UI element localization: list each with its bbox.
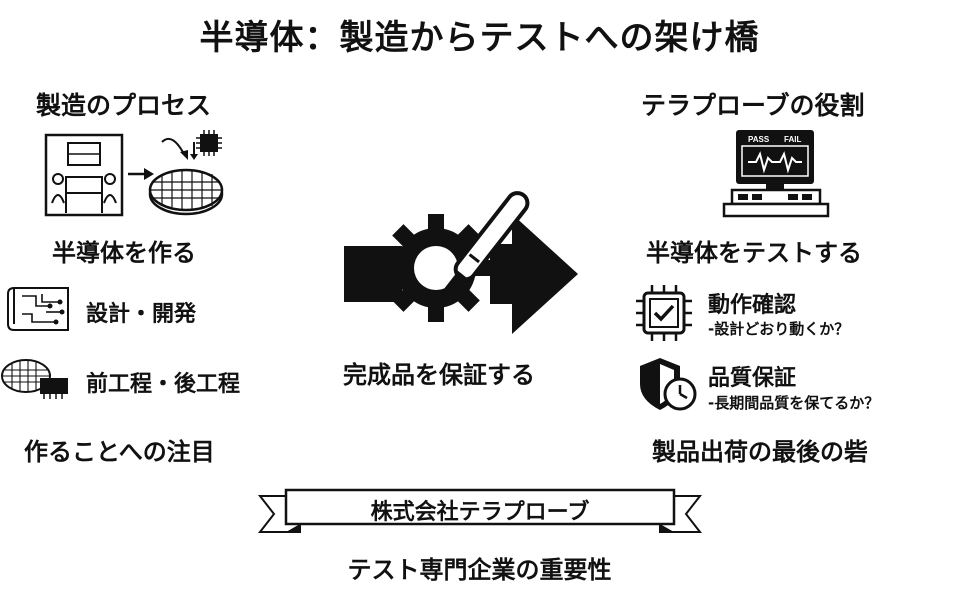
cleanroom-icon [44,133,124,217]
gear-probe-arrow-icon [344,191,578,334]
tester-monitor-icon: PASS FAIL [722,130,830,218]
arrow-right-icon [128,168,154,180]
company-name: 株式会社テラプローブ [370,500,590,525]
operation-check-label: 動作確認 [708,293,797,318]
guarantee-product-label: 完成品を保証する [343,361,535,389]
quality-assurance-label: 品質保証 [708,366,797,391]
company-banner [257,488,703,533]
make-semiconductor-label: 半導体を作る [52,239,196,267]
pass-label: PASS [748,135,770,144]
teraprobe-role-heading: テラプローブの役割 [641,91,865,120]
wafer-chip-icon [1,359,68,399]
manufacturing-heading: 製造のプロセス [36,91,212,120]
chip-check-icon [636,285,692,341]
focus-on-making-label: 作ることへの注目 [24,438,215,466]
shield-clock-icon [640,358,697,411]
page-title: 半導体：製造からテストへの架け橋 [199,18,760,58]
test-semiconductor-label: 半導体をテストする [646,239,862,267]
fail-label: FAIL [784,135,801,144]
blueprint-icon [7,287,69,331]
quality-assurance-sub: -長期間品質を保てるか？ [708,394,880,412]
wafer-icon [148,168,224,216]
design-development-label: 設計・開発 [86,302,197,327]
front-back-process-label: 前工程・後工程 [86,372,241,397]
final-fortress-label: 製品出荷の最後の砦 [652,438,868,466]
operation-check-sub: -設計どおり動くか？ [708,320,850,338]
chip-icon [161,130,222,160]
tagline: テスト専門企業の重要性 [347,556,612,584]
